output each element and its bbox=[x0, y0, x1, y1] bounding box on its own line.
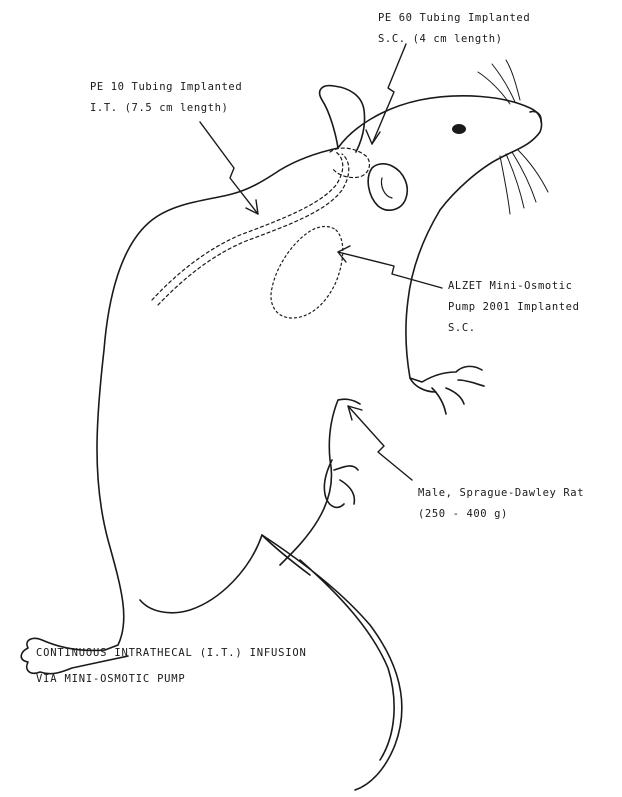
pe10-tubing bbox=[152, 152, 343, 300]
diagram-caption: CONTINUOUS INTRATHECAL (I.T.) INFUSION V… bbox=[36, 640, 307, 692]
rat-whiskers bbox=[478, 60, 548, 214]
label-rat: Male, Sprague-Dawley Rat (250 - 400 g) bbox=[418, 483, 584, 525]
label-pump-line3: S.C. bbox=[448, 318, 580, 339]
label-pe10-line2: I.T. (7.5 cm length) bbox=[90, 98, 242, 119]
label-pe10-line1: PE 10 Tubing Implanted bbox=[90, 77, 242, 98]
rat-eye bbox=[452, 124, 466, 134]
label-pump-line2: Pump 2001 Implanted bbox=[448, 297, 580, 318]
caption-line2: VIA MINI-OSMOTIC PUMP bbox=[36, 666, 307, 692]
label-pe60-line1: PE 60 Tubing Implanted bbox=[378, 8, 530, 29]
pe60-tubing bbox=[330, 148, 369, 177]
label-pe10-tubing: PE 10 Tubing Implanted I.T. (7.5 cm leng… bbox=[90, 77, 242, 119]
caption-line1: CONTINUOUS INTRATHECAL (I.T.) INFUSION bbox=[36, 640, 307, 666]
rat-body-outline bbox=[97, 148, 338, 650]
rat-head-outline bbox=[338, 96, 542, 210]
osmotic-pump bbox=[271, 227, 343, 318]
label-rat-line2: (250 - 400 g) bbox=[418, 504, 584, 525]
rat-ear-front bbox=[368, 164, 407, 210]
label-pe60-tubing: PE 60 Tubing Implanted S.C. (4 cm length… bbox=[378, 8, 530, 50]
rat-haunch bbox=[140, 535, 310, 613]
label-pe60-line2: S.C. (4 cm length) bbox=[378, 29, 530, 50]
label-pump-line1: ALZET Mini-Osmotic bbox=[448, 276, 580, 297]
rat-rear-leg bbox=[280, 399, 360, 565]
label-rat-line1: Male, Sprague-Dawley Rat bbox=[418, 483, 584, 504]
label-osmotic-pump: ALZET Mini-Osmotic Pump 2001 Implanted S… bbox=[448, 276, 580, 339]
